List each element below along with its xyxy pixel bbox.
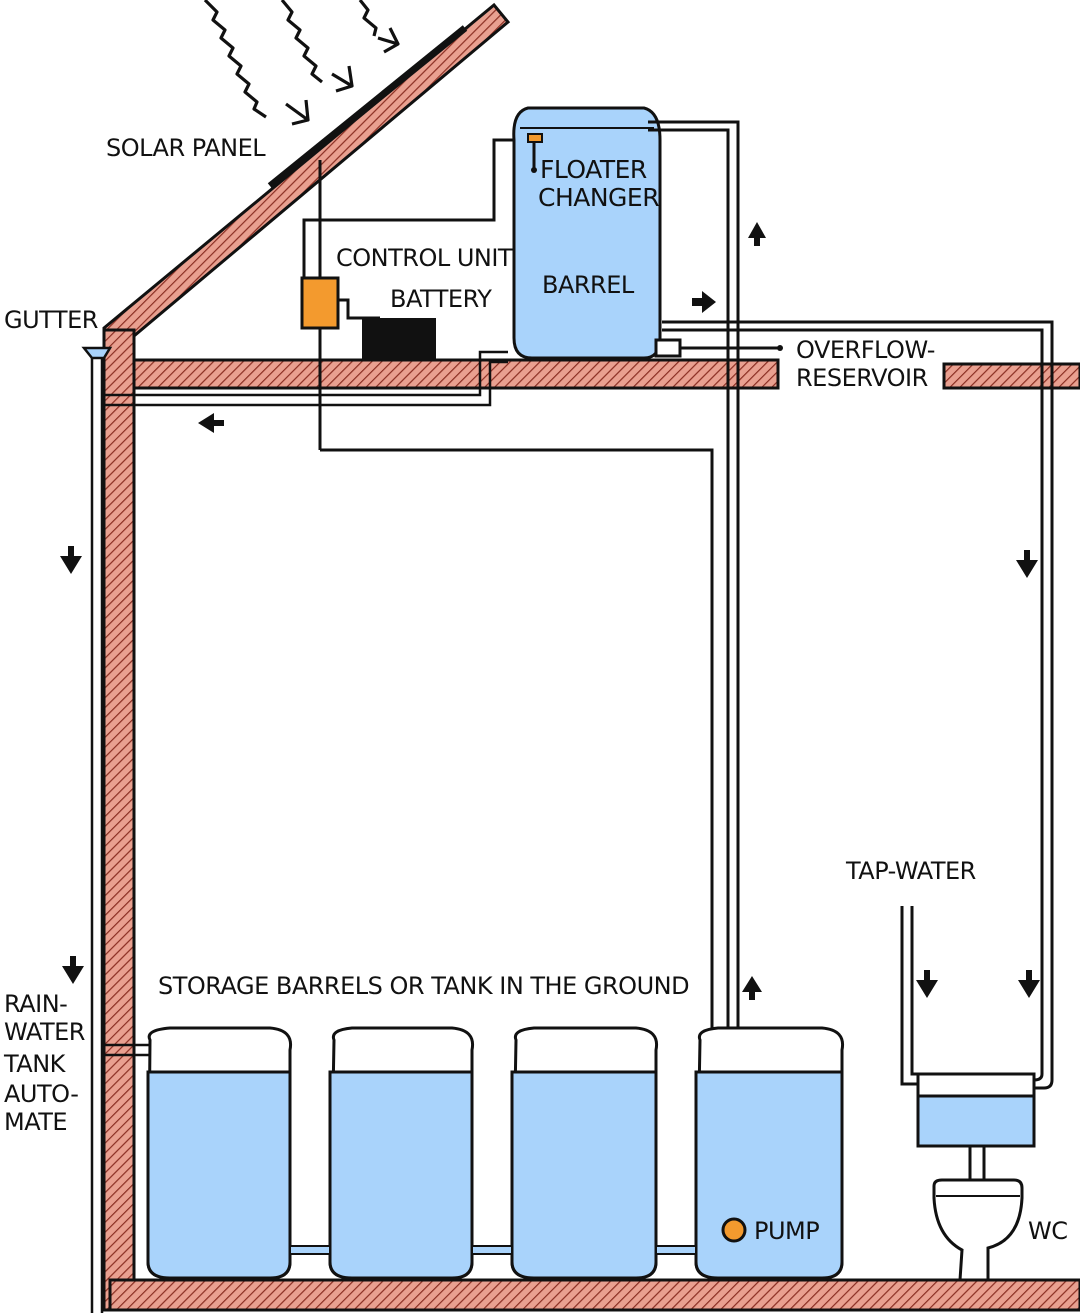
header-barrel xyxy=(512,106,662,360)
label-changer: CHANGER xyxy=(538,183,659,212)
wc-cistern xyxy=(916,1094,1036,1148)
left-wall xyxy=(102,328,136,1312)
label-mate: MATE xyxy=(4,1108,67,1136)
wc-cistern-top xyxy=(916,1072,1036,1098)
arrow-down-icon xyxy=(1018,970,1040,998)
downpipe xyxy=(90,350,508,1313)
label-gutter: GUTTER xyxy=(4,306,98,334)
label-pump: PUMP xyxy=(754,1217,819,1245)
label-battery: BATTERY xyxy=(390,285,492,313)
label-overflow: OVERFLOW- xyxy=(796,336,935,364)
arrow-down-icon xyxy=(60,546,82,574)
label-control-unit: CONTROL UNIT xyxy=(336,244,513,272)
arrow-up-icon xyxy=(742,976,762,1000)
control-unit xyxy=(300,276,340,330)
label-storage: STORAGE BARRELS OR TANK IN THE GROUND xyxy=(158,972,689,1000)
label-tap-water: TAP-WATER xyxy=(845,857,976,885)
ground-floor xyxy=(108,1278,1080,1312)
tap-water-pipe xyxy=(900,906,922,1086)
arrow-up-icon xyxy=(748,222,766,246)
arrow-down-icon xyxy=(1016,550,1038,578)
arrow-left-icon xyxy=(198,413,224,433)
battery xyxy=(362,318,436,360)
arrow-right-icon xyxy=(692,291,716,313)
solar-panel xyxy=(267,25,468,189)
toilet-icon xyxy=(932,1178,1024,1282)
float-valve xyxy=(527,133,543,143)
label-auto: AUTO- xyxy=(4,1080,78,1108)
label-water: WATER xyxy=(4,1018,85,1046)
label-solar-panel: SOLAR PANEL xyxy=(106,134,266,162)
label-barrel: BARREL xyxy=(542,271,635,299)
arrow-down-icon xyxy=(916,970,938,998)
label-floater: FLOATER xyxy=(540,155,647,184)
flow-arrows xyxy=(60,222,1040,1000)
label-reservoir: RESERVOIR xyxy=(796,364,928,392)
overflow-pipe xyxy=(662,320,1054,1090)
label-tank: TANK xyxy=(3,1050,67,1078)
gutter xyxy=(81,346,113,360)
attic-floor-left xyxy=(132,358,780,390)
pump-icon xyxy=(721,1217,747,1243)
sun-rays-icon xyxy=(203,0,400,126)
label-wc: WC xyxy=(1028,1217,1068,1245)
label-rain: RAIN- xyxy=(4,990,67,1018)
attic-floor-right xyxy=(942,362,1080,390)
arrow-down-icon xyxy=(62,956,84,984)
